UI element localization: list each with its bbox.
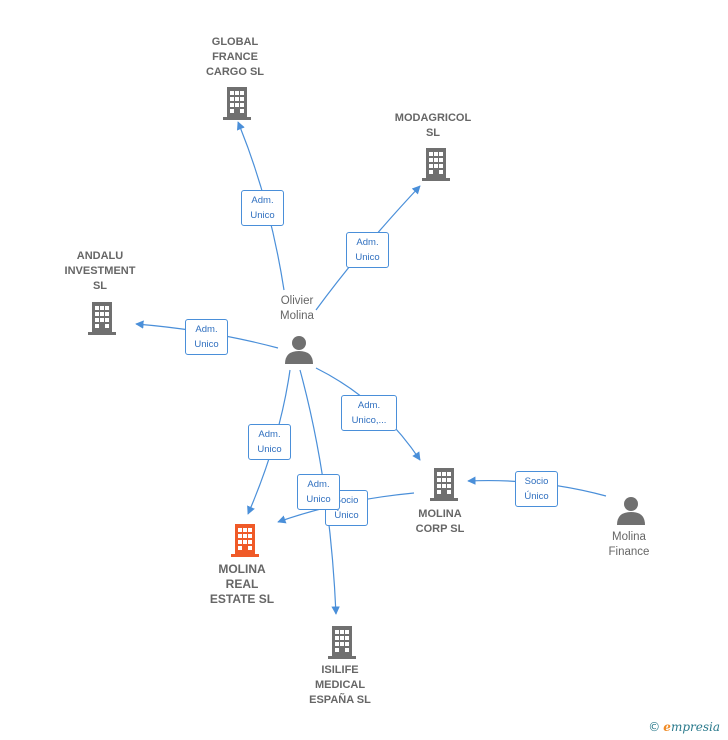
andalu-building-icon[interactable] [85,300,119,341]
label-molina-finance[interactable]: Molina Finance [608,531,650,558]
brand-initial: e [663,720,671,734]
label-molina-corp[interactable]: MOLINA CORP SL [415,508,465,535]
isilife-building-icon[interactable] [325,624,359,665]
badge-real-estate: Adm. Unico [248,424,291,460]
badge-molina-corp: Adm. Unico,... [341,395,397,431]
label-molina-real-estate[interactable]: MOLINA REAL ESTATE SL [209,562,275,606]
label-isilife[interactable]: ISILIFE MEDICAL ESPAÑA SL [309,664,371,706]
copyright-icon: © [648,720,661,734]
brand-name: mpresia [670,720,720,734]
molina-corp-building-icon[interactable] [427,466,461,507]
badge-andalu: Adm. Unico [185,319,228,355]
molina-finance-person-icon[interactable] [615,494,647,531]
badge-modagricol: Adm. Unico [346,232,389,268]
badge-isilife: Adm. Unico [297,474,340,510]
label-olivier-molina[interactable]: Olivier Molina [280,295,314,322]
label-andalu[interactable]: ANDALU INVESTMENT SL [64,250,136,292]
label-global-france[interactable]: GLOBAL FRANCE CARGO SL [205,36,265,78]
empresia-logo[interactable]: ©empresia [648,720,720,734]
badge-global-france: Adm. Unico [241,190,284,226]
label-modagricol[interactable]: MODAGRICOL SL [394,112,472,139]
global-france-building-icon[interactable] [220,85,254,126]
modagricol-building-icon[interactable] [419,146,453,187]
badge-finance-corp: Socio Único [515,471,558,507]
olivier-person-icon[interactable] [283,333,315,370]
molina-real-estate-building-icon[interactable] [228,522,262,563]
